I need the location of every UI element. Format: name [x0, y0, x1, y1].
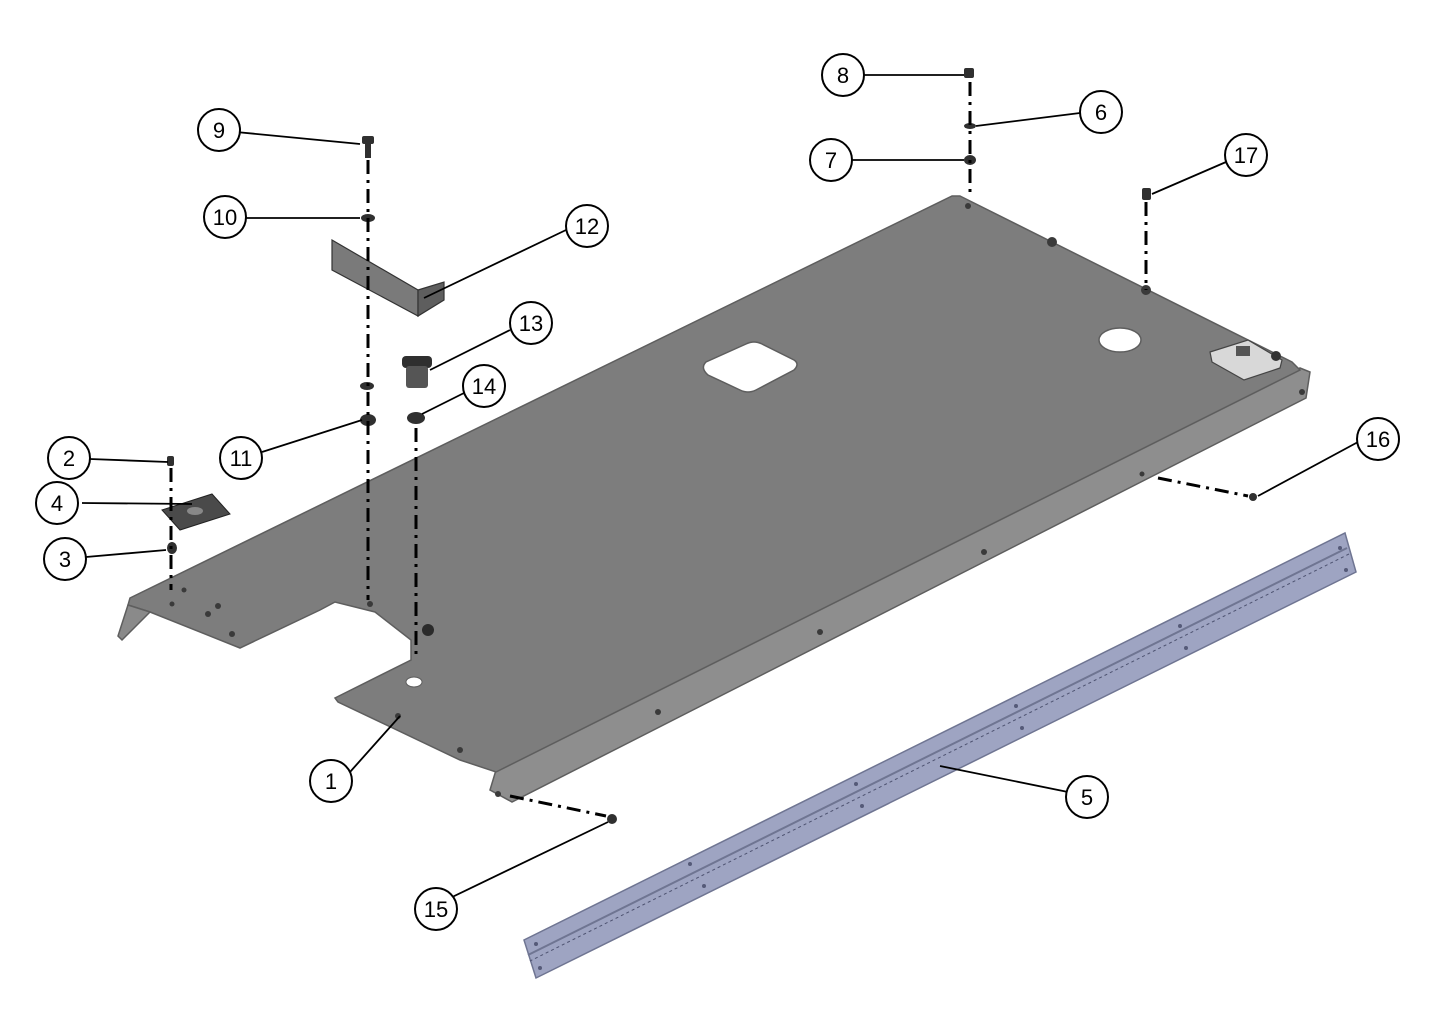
callout-6-label: 6 [1095, 100, 1107, 125]
callout-9: 9 [197, 108, 241, 152]
callout-11-label: 11 [230, 446, 253, 471]
panel-latch-block [1209, 339, 1283, 381]
callout-5-label: 5 [1081, 785, 1093, 810]
callout-2: 2 [47, 436, 91, 480]
callout-10: 10 [203, 195, 247, 239]
washer-6-icon [964, 123, 976, 129]
callout-16-label: 16 [1366, 427, 1390, 452]
callout-9-label: 9 [213, 118, 225, 143]
callout-7: 7 [809, 138, 853, 182]
callout-12: 12 [565, 204, 609, 248]
bolt-17-icon [1142, 188, 1151, 200]
callout-12-label: 12 [575, 214, 599, 239]
callout-1-label: 1 [325, 769, 337, 794]
callouts: 1 2 3 4 5 6 7 8 [35, 53, 1400, 931]
bracket-12-icon [331, 238, 445, 318]
panel-round-hole [1098, 327, 1142, 353]
panel-front-flange [489, 367, 1311, 803]
panel-small-hole [405, 676, 423, 688]
bolt-8-icon [964, 68, 974, 78]
callout-8: 8 [821, 53, 865, 97]
callout-16: 16 [1356, 417, 1400, 461]
callout-10-label: 10 [213, 205, 237, 230]
piano-hinge [523, 531, 1357, 980]
callout-2-label: 2 [63, 446, 75, 471]
clip-4-icon [161, 493, 231, 531]
panel-rect-cutout [702, 341, 798, 393]
callout-7-label: 7 [825, 148, 837, 173]
callout-15: 15 [414, 887, 458, 931]
hardware [161, 68, 1257, 824]
callout-17-label: 17 [1234, 143, 1258, 168]
callout-3: 3 [43, 537, 87, 581]
assembly-axes [169, 82, 1249, 818]
callout-1: 1 [309, 759, 353, 803]
nut-14-icon [407, 412, 425, 424]
panel-left-tab [117, 604, 152, 642]
callout-14-label: 14 [472, 374, 496, 399]
leader-lines [81, 74, 1359, 901]
callout-15-label: 15 [424, 897, 448, 922]
main-panel [117, 195, 1311, 803]
panel-fastener-dots [169, 203, 1305, 797]
screw-15-icon [607, 814, 617, 824]
nut-11-icon [360, 414, 376, 426]
callout-4-label: 4 [51, 491, 63, 516]
callout-17: 17 [1224, 133, 1268, 177]
callout-13: 13 [509, 301, 553, 345]
callout-6: 6 [1079, 90, 1123, 134]
callout-3-label: 3 [59, 547, 71, 572]
callout-11: 11 [219, 436, 263, 480]
screw-2-icon [167, 456, 174, 466]
callout-8-label: 8 [837, 63, 849, 88]
callout-13-label: 13 [519, 311, 543, 336]
bolt-9-icon [362, 136, 374, 158]
callout-14: 14 [462, 364, 506, 408]
callout-5: 5 [1065, 775, 1109, 819]
panel-top-surface [127, 195, 1302, 773]
screw-16-icon [1249, 493, 1257, 501]
grommet-13-icon [402, 356, 432, 388]
callout-4: 4 [35, 481, 79, 525]
